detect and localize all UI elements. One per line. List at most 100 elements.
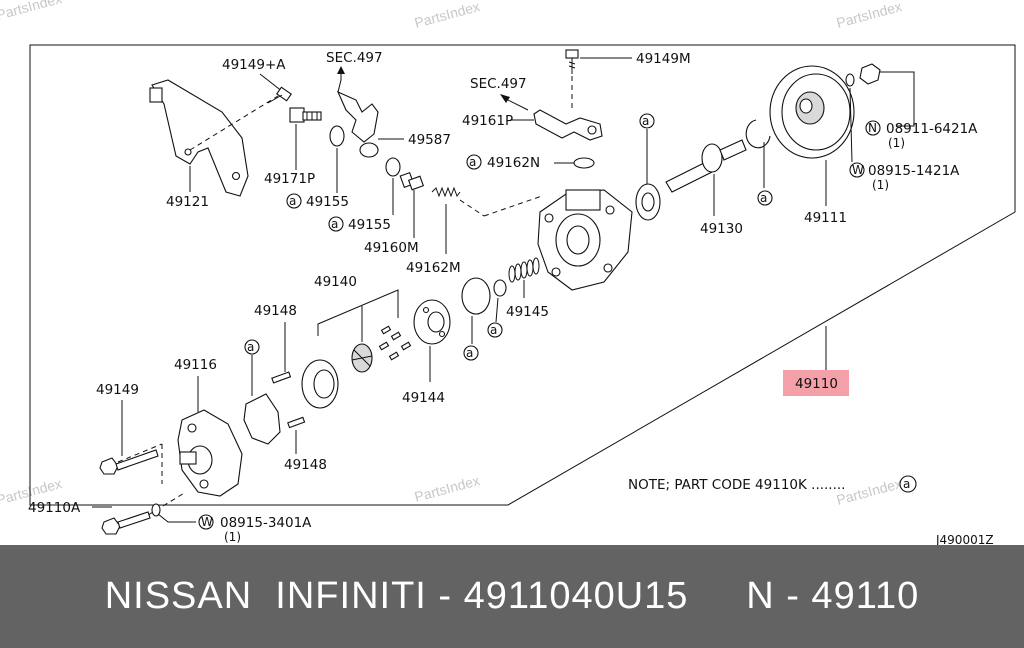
washer-08915-1421A (845, 73, 855, 87)
label-49161P: 49161P (462, 113, 513, 129)
rear-body-49116 (177, 409, 243, 497)
bolt-49110A (101, 511, 151, 535)
note-part-code: NOTE; PART CODE 49110K ........ (628, 477, 845, 493)
marker-a-text: a (469, 155, 476, 169)
pin-49148-upper (271, 371, 292, 384)
dash-49162M (459, 199, 485, 217)
label-49587: 49587 (408, 132, 451, 148)
leader-08915-3401A (157, 513, 196, 523)
vanes (378, 325, 412, 361)
label-49162N: 49162N (487, 155, 540, 171)
shaft-49130 (665, 139, 747, 193)
label-49145: 49145 (506, 304, 549, 320)
pipe-49161P (533, 109, 603, 141)
label-49162M: 49162M (406, 260, 461, 276)
fitting-49171P (289, 107, 322, 123)
label-49149M: 49149M (636, 51, 691, 67)
watermark-top-right: PartsIndex (835, 0, 904, 31)
marker-a-49155-upper (286, 193, 302, 209)
arrowhead-sec-497-left (337, 66, 345, 74)
watermark-top-left: PartsIndex (0, 0, 63, 23)
bolt-49149A (267, 86, 292, 104)
nut-08911-6421A (859, 63, 881, 85)
marker-a-text: a (331, 217, 338, 231)
marker-a-text: a (903, 477, 910, 491)
sec-497-ref-left: SEC.497 (326, 50, 383, 66)
bolt-49149 (99, 449, 159, 475)
spring-49145 (508, 257, 540, 283)
label-49110[interactable]: 49110 (795, 376, 838, 392)
label-49148-upper: 49148 (254, 303, 297, 319)
exploded-parts-diagram: PartsIndex PartsIndex PartsIndex PartsIn… (0, 0, 1016, 545)
sec-497-ref-right: SEC.497 (470, 76, 527, 92)
washer-08915-3401A (151, 503, 161, 517)
oring-49155-upper (329, 125, 345, 147)
pin-49148-lower (287, 416, 306, 429)
marker-a-49162N (466, 154, 482, 170)
bolt-49149M (565, 49, 579, 74)
arrowhead-sec-497-right (500, 94, 510, 103)
marker-w-08915-1421A (849, 162, 865, 178)
watermark-bottom-center: PartsIndex (413, 472, 482, 505)
leader-08915-1421A (849, 87, 853, 163)
marker-a-oring-small (487, 322, 503, 338)
seal-shaft-inner (641, 192, 655, 212)
qty-08915-1421A: (1) (872, 178, 889, 192)
label-49121: 49121 (166, 194, 209, 210)
dash-49116-a (117, 443, 163, 463)
marker-a-49155-lower (328, 216, 344, 232)
label-08915-3401A: 08915-3401A (220, 515, 312, 531)
footer-caption: NISSAN INFINITI - 4911040U15 N - 49110 (0, 545, 1024, 648)
marker-a-text: a (642, 114, 649, 128)
watermark-top-center: PartsIndex (413, 0, 482, 31)
gasket-cover (243, 393, 281, 445)
label-49155-upper: 49155 (306, 194, 349, 210)
label-49144: 49144 (402, 390, 445, 406)
bracket-49121 (149, 79, 279, 197)
qty-08915-3401A: (1) (224, 530, 241, 544)
dash-pump-top (483, 195, 543, 217)
label-49110A: 49110A (28, 500, 81, 516)
label-49149A: 49149+A (222, 57, 286, 73)
marker-a-text: a (466, 346, 473, 360)
marker-a-text: a (289, 194, 296, 208)
label-49111: 49111 (804, 210, 847, 226)
marker-n-text: N (868, 121, 877, 135)
label-49130: 49130 (700, 221, 743, 237)
bracket-49140 (317, 289, 399, 336)
highlight-49110 (783, 370, 849, 396)
qty-08911-6421A: (1) (888, 136, 905, 150)
label-49149: 49149 (96, 382, 139, 398)
snap-ring (745, 119, 771, 149)
marker-w-text: W (201, 515, 213, 529)
plate-49144 (413, 299, 451, 345)
connector-49587 (336, 79, 379, 158)
oring-49162N (573, 157, 595, 169)
cam-ring (301, 359, 339, 409)
marker-a-oring-large (463, 345, 479, 361)
pulley-49111 (769, 65, 855, 159)
marker-a-snap-ring (757, 190, 773, 206)
oring-large (461, 277, 491, 315)
marker-a-text: a (247, 340, 254, 354)
marker-w-text: W (852, 163, 864, 177)
pump-body (537, 189, 633, 291)
spring-49162M (431, 186, 461, 198)
marker-n-08911 (865, 120, 881, 136)
label-49171P: 49171P (264, 171, 315, 187)
label-49160M: 49160M (364, 240, 419, 256)
oring-small (493, 279, 507, 297)
leader-08911-6421A (880, 71, 915, 127)
label-49148-lower: 49148 (284, 457, 327, 473)
marker-a-gasket (244, 339, 260, 355)
label-08911-6421A: 08911-6421A (886, 121, 978, 137)
label-49155-lower: 49155 (348, 217, 391, 233)
diagram-code: J490001Z (935, 533, 994, 545)
marker-w-08915-3401A (198, 514, 214, 530)
marker-a-seal (639, 113, 655, 129)
marker-a-text: a (760, 191, 767, 205)
leader-oring-small (495, 297, 499, 323)
oring-49155-lower (385, 157, 401, 177)
label-49116: 49116 (174, 357, 217, 373)
